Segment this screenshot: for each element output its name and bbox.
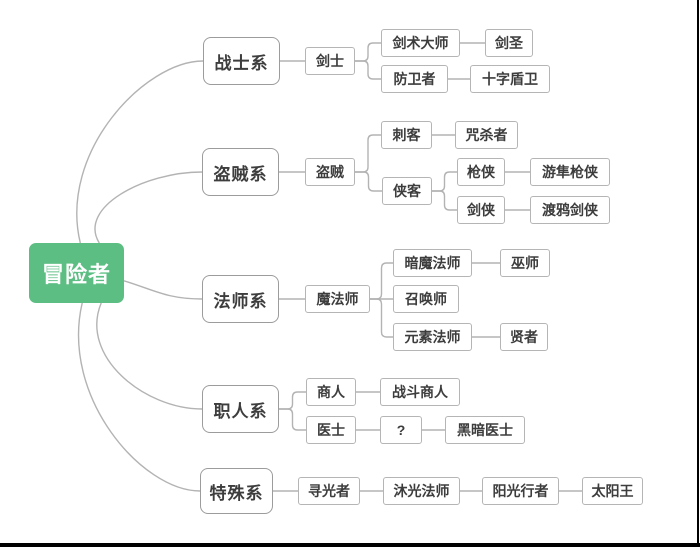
- node-merchant[interactable]: 商人: [306, 378, 356, 406]
- node-wizard[interactable]: 巫师: [500, 249, 550, 277]
- frame-border-right: [697, 0, 699, 547]
- node-defender[interactable]: 防卫者: [381, 65, 448, 93]
- node-assassin[interactable]: 刺客: [381, 121, 432, 149]
- node-light-seeker[interactable]: 寻光者: [298, 477, 360, 505]
- node-sword-knight[interactable]: 剑侠: [457, 196, 505, 224]
- node-root[interactable]: 冒险者: [29, 243, 124, 303]
- node-dark-mage[interactable]: 暗魔法师: [393, 249, 472, 277]
- node-thief-line[interactable]: 盗贼系: [202, 148, 279, 196]
- connector: [355, 60, 381, 80]
- frame-border-bottom: [0, 543, 700, 547]
- node-sword-master[interactable]: 剑术大师: [381, 29, 460, 57]
- node-summoner[interactable]: 召唤师: [393, 285, 459, 313]
- connector: [355, 134, 381, 173]
- node-dark-medic[interactable]: 黑暗医士: [445, 416, 525, 444]
- node-raven-sword-knight[interactable]: 渡鸦剑侠: [530, 196, 610, 224]
- node-light-bathed-mage[interactable]: 沐光法师: [383, 477, 460, 505]
- connector: [355, 171, 382, 192]
- node-peregrine-gun-knight[interactable]: 游隼枪侠: [530, 158, 610, 186]
- connector: [76, 60, 204, 244]
- connector: [355, 42, 381, 62]
- node-battle-merchant[interactable]: 战斗商人: [380, 378, 460, 406]
- node-element-mage[interactable]: 元素法师: [393, 323, 472, 351]
- node-swordsman[interactable]: 剑士: [305, 47, 355, 75]
- connector: [370, 262, 393, 300]
- node-sun-walker[interactable]: 阳光行者: [482, 477, 559, 505]
- node-sword-saint[interactable]: 剑圣: [485, 29, 533, 57]
- node-magician[interactable]: 魔法师: [305, 285, 370, 313]
- node-mage-line[interactable]: 法师系: [202, 275, 279, 323]
- connector: [370, 298, 393, 338]
- node-sun-king[interactable]: 太阳王: [582, 477, 643, 505]
- connector: [432, 171, 457, 192]
- connector: [123, 280, 203, 300]
- node-unknown[interactable]: ?: [380, 416, 422, 444]
- node-cross-shield-guard[interactable]: 十字盾卫: [470, 65, 550, 93]
- connector: [279, 408, 306, 431]
- connector: [96, 302, 203, 410]
- connector: [432, 190, 457, 211]
- node-warrior-line[interactable]: 战士系: [203, 37, 280, 85]
- node-medic[interactable]: 医士: [306, 416, 356, 444]
- node-knight-errant[interactable]: 侠客: [382, 177, 432, 205]
- node-gun-knight[interactable]: 枪侠: [457, 158, 505, 186]
- node-special-line[interactable]: 特殊系: [200, 468, 273, 514]
- connector: [279, 391, 306, 410]
- node-sage[interactable]: 贤者: [500, 323, 548, 351]
- connector: [77, 302, 201, 492]
- connector: [94, 171, 203, 244]
- node-artisan-line[interactable]: 职人系: [202, 385, 279, 433]
- node-thief[interactable]: 盗贼: [305, 158, 355, 186]
- node-curse-killer[interactable]: 咒杀者: [455, 121, 518, 149]
